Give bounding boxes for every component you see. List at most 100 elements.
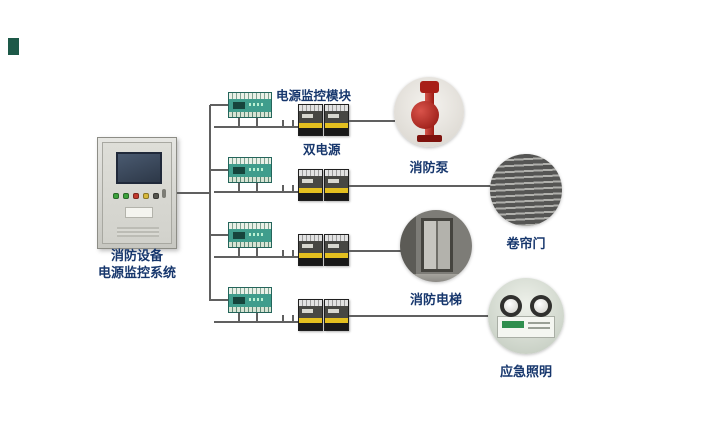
bus-tick — [292, 185, 294, 191]
module-led-row — [249, 168, 263, 171]
module-led-row — [249, 233, 263, 236]
branch-line — [210, 234, 228, 236]
device-label-fire-elevator: 消防电梯 — [409, 292, 462, 307]
switch-body — [299, 306, 322, 318]
drop-line — [238, 313, 240, 322]
elevator-floor — [400, 274, 472, 282]
switch-terminals — [299, 170, 322, 176]
ats-switch — [298, 234, 323, 266]
emergency-light-photo — [488, 278, 564, 354]
module-terminal-strip — [229, 112, 271, 117]
drop-line — [238, 118, 240, 127]
switch-base — [325, 193, 348, 200]
output-line — [349, 120, 395, 122]
power-branch-row — [209, 287, 509, 337]
module-terminal-strip — [229, 158, 271, 164]
switch-handle-strip — [299, 318, 322, 323]
device-label-fire-pump: 消防泵 — [409, 160, 449, 175]
switch-terminals — [325, 170, 348, 176]
lamp-lens — [504, 299, 518, 313]
cabinet-nameplate — [125, 207, 153, 218]
bus-line — [214, 191, 300, 193]
indicator-light — [143, 193, 149, 199]
module-terminal-strip — [229, 307, 271, 312]
switch-body — [325, 176, 348, 188]
power-monitor-module — [228, 157, 272, 183]
cabinet-connector-line — [177, 192, 210, 194]
module-display — [233, 297, 245, 304]
fire-pump-photo — [394, 77, 464, 147]
lamp-lens — [534, 299, 548, 313]
branch-line — [210, 104, 228, 106]
elevator-door — [424, 221, 450, 269]
bus-tick — [282, 185, 284, 191]
cabinet-lock — [162, 189, 166, 198]
ats-switch — [324, 234, 349, 266]
trunk-line — [209, 105, 211, 301]
monitoring-cabinet — [97, 137, 177, 249]
shutter-slats — [490, 154, 562, 226]
ats-switch — [298, 299, 323, 331]
device-label-emergency-lighting: 应急照明 — [499, 364, 552, 379]
fire-elevator-photo — [400, 210, 472, 282]
switch-body — [325, 241, 348, 253]
switch-base — [325, 258, 348, 265]
module-display — [233, 167, 245, 174]
switch-handle-strip — [325, 253, 348, 258]
branch-line — [210, 169, 228, 171]
drop-line — [256, 183, 258, 192]
pump-volute — [411, 101, 439, 129]
drop-line — [238, 183, 240, 192]
ats-switch — [298, 169, 323, 201]
corner-artifact — [8, 38, 19, 55]
emergency-light-body — [497, 316, 555, 338]
switch-base — [325, 323, 348, 330]
switch-body — [325, 111, 348, 123]
module-terminal-strip — [229, 223, 271, 229]
ats-switch — [298, 104, 323, 136]
module-display — [233, 232, 245, 239]
module-terminal-strip — [229, 177, 271, 182]
device-label-roller-shutter: 卷帘门 — [506, 236, 546, 251]
emergency-light-text-lines — [528, 322, 550, 324]
ats-switch — [324, 169, 349, 201]
module-terminal-strip — [229, 93, 271, 99]
module-group-label: 电源监控模块 — [276, 89, 352, 103]
switch-handle-strip — [299, 188, 322, 193]
switch-handle-strip — [325, 123, 348, 128]
indicator-light — [123, 193, 129, 199]
branch-line — [210, 299, 228, 301]
ats-switch — [324, 299, 349, 331]
bus-tick — [292, 120, 294, 126]
switch-base — [299, 258, 322, 265]
cabinet-label: 消防设备 电源监控系统 — [82, 247, 192, 281]
module-display — [233, 102, 245, 109]
switch-body — [299, 241, 322, 253]
bus-tick — [292, 250, 294, 256]
cabinet-label-line1: 消防设备 — [110, 248, 163, 263]
power-monitor-module — [228, 92, 272, 118]
module-terminal-strip — [229, 288, 271, 294]
indicator-light — [133, 193, 139, 199]
power-branch-row — [209, 222, 509, 272]
switch-terminals — [325, 235, 348, 241]
switch-terminals — [299, 235, 322, 241]
switch-handle-strip — [325, 318, 348, 323]
dual-power-label: 双电源 — [303, 143, 341, 157]
bus-line — [214, 126, 300, 128]
power-branch-row — [209, 92, 509, 142]
switch-base — [325, 128, 348, 135]
cabinet-label-line2: 电源监控系统 — [97, 265, 176, 280]
switch-terminals — [299, 105, 322, 111]
switch-terminals — [299, 300, 322, 306]
bus-tick — [282, 250, 284, 256]
cabinet-indicators — [113, 193, 165, 201]
power-monitor-module — [228, 287, 272, 313]
switch-handle-strip — [325, 188, 348, 193]
output-line — [349, 250, 401, 252]
power-monitor-module — [228, 222, 272, 248]
bus-line — [214, 321, 300, 323]
switch-body — [299, 176, 322, 188]
bus-line — [214, 256, 300, 258]
